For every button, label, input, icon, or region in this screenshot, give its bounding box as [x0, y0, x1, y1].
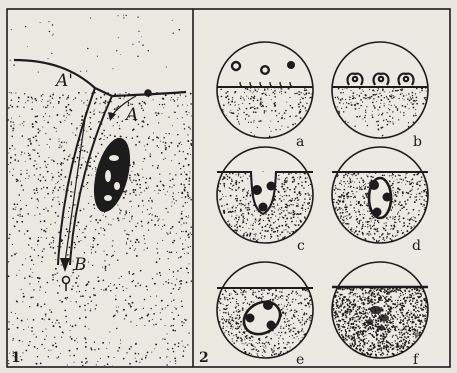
circle-a-particle	[287, 61, 295, 69]
label-a: A	[124, 105, 138, 125]
circle-d-particle	[383, 193, 392, 202]
label-b: B	[73, 255, 87, 275]
label-a-prime: A'	[54, 71, 73, 91]
panel-1-dark-body-spot	[105, 170, 111, 182]
circle-e-particle	[267, 321, 276, 330]
circle-c-particle	[252, 185, 262, 195]
circle-d-label: d	[412, 238, 421, 254]
circle-a-label: a	[296, 134, 304, 150]
circle-d-particle	[369, 180, 379, 190]
circle-e-particle	[263, 300, 273, 310]
panel-1-dark-body-spot	[109, 155, 119, 161]
panel-1-number: 1	[11, 350, 21, 366]
panel-1-surface-particle	[144, 89, 152, 97]
circle-b-label: b	[413, 134, 422, 150]
panel-1-dark-body-spot	[104, 195, 112, 201]
circle-e-particle	[246, 314, 255, 323]
panel-2-number: 2	[199, 350, 209, 366]
panel-1-dark-body-spot	[114, 182, 120, 190]
circle-c-particle	[267, 182, 276, 191]
circle-d-particle	[373, 208, 382, 217]
circle-c-label: c	[297, 238, 305, 254]
circle-e-label: e	[296, 352, 304, 368]
circle-c-particle	[259, 203, 268, 212]
